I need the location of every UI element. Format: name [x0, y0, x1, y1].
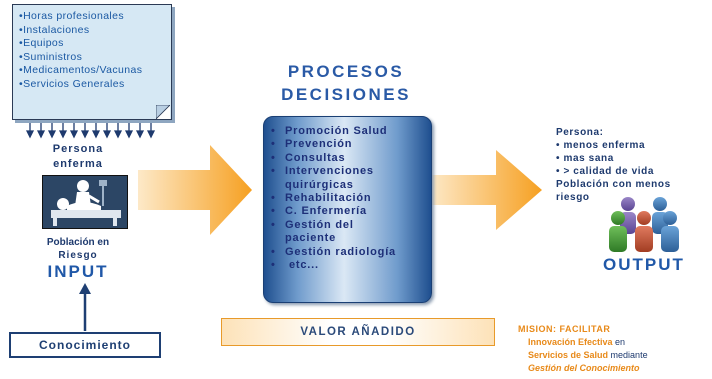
mission-line3: Servicios de Salud mediante: [528, 350, 648, 360]
process-item: •Consultas: [271, 151, 346, 164]
process-cylinder: •Promoción Salud •Prevención •Consultas …: [263, 116, 432, 303]
mission-statement: MISION: FACILITAR Innovación Efectiva en…: [518, 323, 712, 375]
sick-person-line2: enferma: [53, 158, 103, 170]
output-heading: Persona:: [556, 127, 604, 138]
output-population-line1: Población con menos: [556, 179, 671, 190]
process-title: PROCESOS DECISIONES: [236, 60, 456, 106]
resources-note: •Horas profesionales •Instalaciones •Equ…: [12, 4, 172, 120]
mission-line4: Gestión del Conocimiento: [528, 363, 640, 373]
process-item: •Prevención: [271, 138, 353, 151]
process-list: •Promoción Salud •Prevención •Consultas …: [264, 117, 431, 272]
patient-illustration: [42, 175, 128, 229]
process-title-line1: PROCESOS: [287, 62, 405, 81]
sick-person-line1: Persona: [52, 143, 104, 155]
knowledge-box: Conocimiento: [9, 332, 161, 358]
sick-person-label: Persona enferma: [28, 142, 128, 172]
process-item: •Intervenciones quirúrgicas: [271, 165, 374, 191]
process-item: •Promoción Salud: [271, 125, 388, 137]
process-item: •Gestión del paciente: [271, 218, 354, 245]
process-item: •Gestión radiología: [271, 245, 396, 258]
output-item: • menos enferma: [556, 140, 646, 151]
process-title-line2: DECISIONES: [281, 85, 411, 104]
mission-line1: MISION: FACILITAR: [518, 324, 611, 334]
value-added-box: VALOR AÑADIDO: [221, 318, 495, 346]
resources-list: •Horas profesionales •Instalaciones •Equ…: [13, 5, 171, 92]
process-item: •Rehabilitación: [271, 192, 372, 205]
output-description: Persona: • menos enferma • mas sana • > …: [556, 126, 712, 204]
process-to-output-arrow: [430, 150, 542, 230]
resource-item: •Servicios Generales: [19, 77, 125, 90]
resource-item: •Horas profesionales: [19, 10, 125, 22]
resource-item: •Instalaciones: [19, 23, 90, 36]
process-item: •etc...: [271, 259, 319, 272]
mission-line2: Innovación Efectiva en: [528, 337, 626, 347]
output-item: • > calidad de vida: [556, 166, 654, 177]
resource-item: •Equipos: [19, 37, 64, 50]
knowledge-to-input-arrow: [79, 283, 91, 331]
resource-item: •Suministros: [19, 50, 83, 63]
patient-icon: [43, 176, 127, 228]
output-population-line2: riesgo: [556, 192, 590, 203]
output-item: • mas sana: [556, 153, 614, 164]
process-item: •C. Enfermería: [271, 205, 367, 218]
population-risk-line2: Riesgo: [58, 250, 98, 261]
population-risk-label: Población en Riesgo: [20, 236, 136, 262]
output-label: OUTPUT: [603, 255, 685, 274]
resource-down-arrows: [25, 122, 156, 139]
note-fold-line: [156, 105, 170, 119]
people-group-icon: [609, 197, 679, 252]
input-to-process-arrow: [138, 145, 252, 235]
population-risk-line1: Población en: [46, 237, 110, 248]
resource-item: •Medicamentos/Vacunas: [19, 64, 143, 77]
input-label: INPUT: [47, 262, 109, 281]
